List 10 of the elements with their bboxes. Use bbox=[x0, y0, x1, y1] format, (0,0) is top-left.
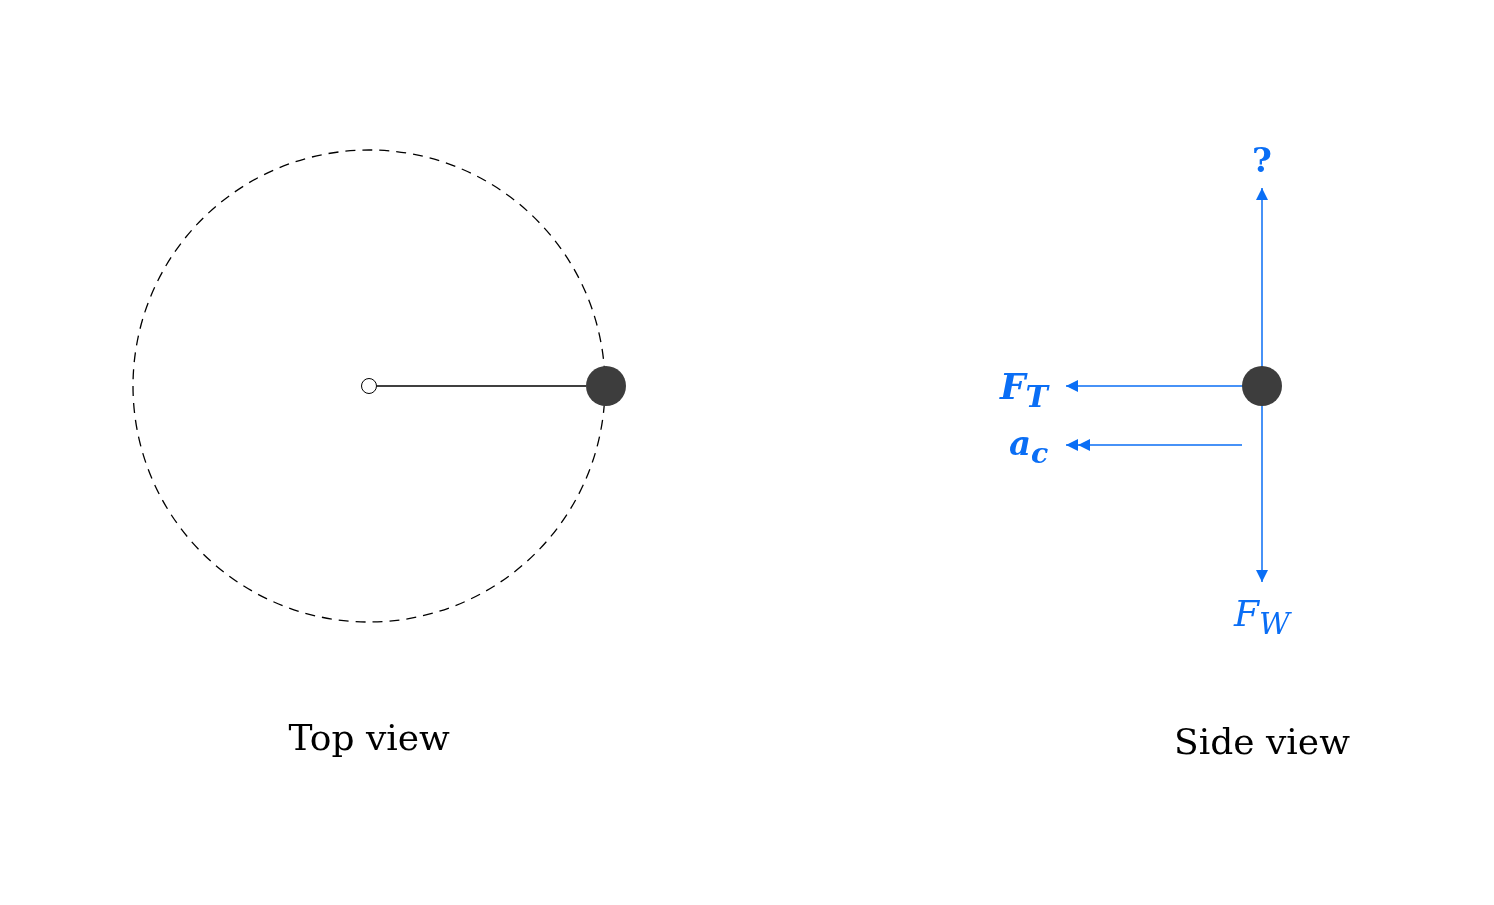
force-label: F$_{W}$ bbox=[1234, 596, 1290, 640]
view-caption: Top view bbox=[288, 720, 450, 756]
acceleration-label: a$_{c}$ bbox=[1009, 426, 1049, 468]
ball bbox=[1242, 366, 1282, 406]
string-line bbox=[376, 385, 587, 387]
ball bbox=[586, 366, 626, 406]
view-caption: Side view bbox=[1174, 724, 1350, 760]
force-label: F$_{T}$ bbox=[1000, 368, 1048, 413]
force-label: ? bbox=[1252, 143, 1272, 177]
pivot-circle bbox=[361, 378, 377, 394]
